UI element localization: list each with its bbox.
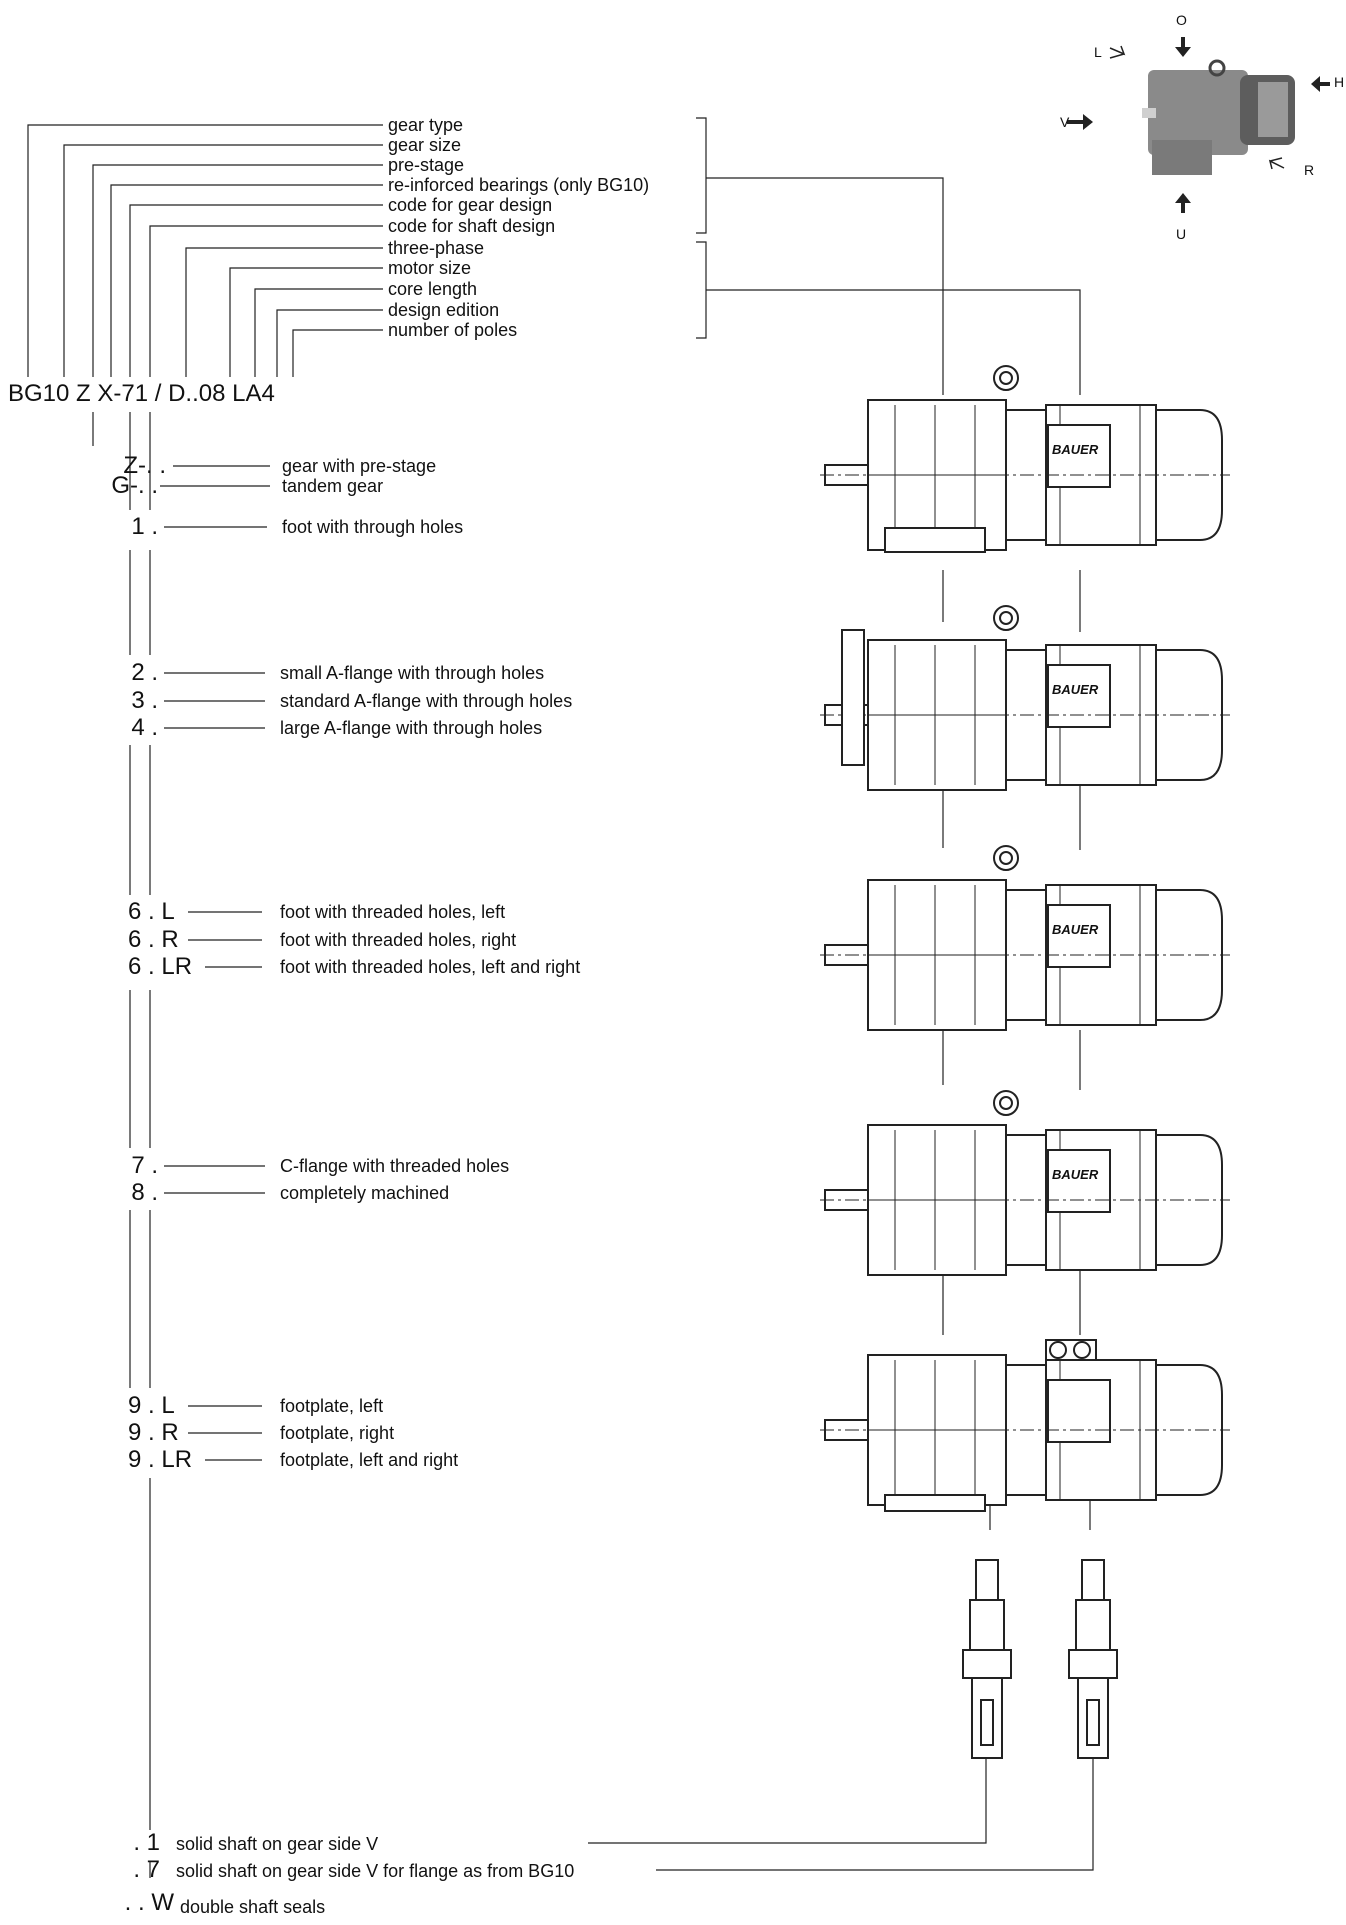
type-code-string: BG10 Z X-71 / D..08 LA4 [8, 380, 275, 407]
design-desc-6lr: foot with threaded holes, left and right [280, 957, 581, 977]
design-desc-9lr: footplate, left and right [280, 1450, 459, 1470]
field-number-of-poles: number of poles [388, 320, 518, 340]
field-gear-size: gear size [388, 135, 462, 155]
orientation-top: O [1176, 12, 1187, 28]
design-code-7: 7 . [131, 1152, 158, 1179]
shaft-desc-7: solid shaft on gear side V for flange as… [176, 1861, 575, 1881]
design-code-3: 3 . [131, 687, 158, 714]
brand-plate-2: BAUER [1052, 682, 1099, 697]
brand-plate-3: BAUER [1052, 922, 1099, 937]
design-desc-1: foot with through holes [282, 517, 464, 537]
design-code-4: 4 . [131, 714, 158, 741]
design-desc-9r: footplate, right [280, 1423, 395, 1443]
field-core-length: core length [388, 279, 478, 299]
brand-plate-4: BAUER [1052, 1167, 1099, 1182]
orientation-left: L [1094, 44, 1102, 60]
prestage-desc-g: tandem gear [282, 476, 384, 496]
design-code-6lr: 6 . LR [128, 953, 193, 980]
prestage-desc-z: gear with pre-stage [282, 456, 437, 476]
orientation-front: V [1060, 114, 1070, 130]
field-shaft-design: code for shaft design [388, 216, 556, 236]
prestage-code-g: G-. . [111, 472, 158, 499]
shaft-code-w: . . W [124, 1889, 174, 1916]
design-desc-3: standard A-flange with through holes [280, 691, 573, 711]
design-desc-8: completely machined [280, 1183, 450, 1203]
field-motor-size: motor size [388, 258, 472, 278]
design-desc-4: large A-flange with through holes [280, 718, 543, 738]
field-gear-type: gear type [388, 115, 464, 135]
field-reinforced-bearings: re-inforced bearings (only BG10) [388, 175, 650, 195]
shaft-code-7: . 7 [133, 1856, 160, 1883]
design-desc-6r: foot with threaded holes, right [280, 930, 517, 950]
field-pre-stage: pre-stage [388, 155, 465, 175]
field-gear-design: code for gear design [388, 195, 553, 215]
design-code-8: 8 . [131, 1179, 158, 1206]
orientation-bottom: U [1176, 226, 1187, 242]
design-code-6l: 6 . L [128, 898, 175, 925]
design-code-9lr: 9 . LR [128, 1446, 193, 1473]
prestage-code-z: Z-. . [123, 452, 166, 479]
design-code-2: 2 . [131, 659, 158, 686]
design-code-6r: 6 . R [128, 926, 179, 953]
design-code-1: 1 . [131, 513, 158, 540]
brand-plate-1: BAUER [1052, 442, 1099, 457]
design-desc-6l: foot with threaded holes, left [280, 902, 506, 922]
field-design-edition: design edition [388, 300, 500, 320]
shaft-desc-1: solid shaft on gear side V [176, 1834, 379, 1854]
design-code-9r: 9 . R [128, 1419, 179, 1446]
shaft-desc-w: double shaft seals [180, 1897, 326, 1917]
design-code-9l: 9 . L [128, 1392, 175, 1419]
field-three-phase: three-phase [388, 238, 485, 258]
orientation-back: H [1334, 74, 1345, 90]
design-desc-9l: footplate, left [280, 1396, 384, 1416]
shaft-code-1: . 1 [133, 1829, 160, 1856]
design-desc-2: small A-flange with through holes [280, 663, 545, 683]
design-desc-7: C-flange with threaded holes [280, 1156, 510, 1176]
orientation-right: R [1304, 162, 1315, 178]
